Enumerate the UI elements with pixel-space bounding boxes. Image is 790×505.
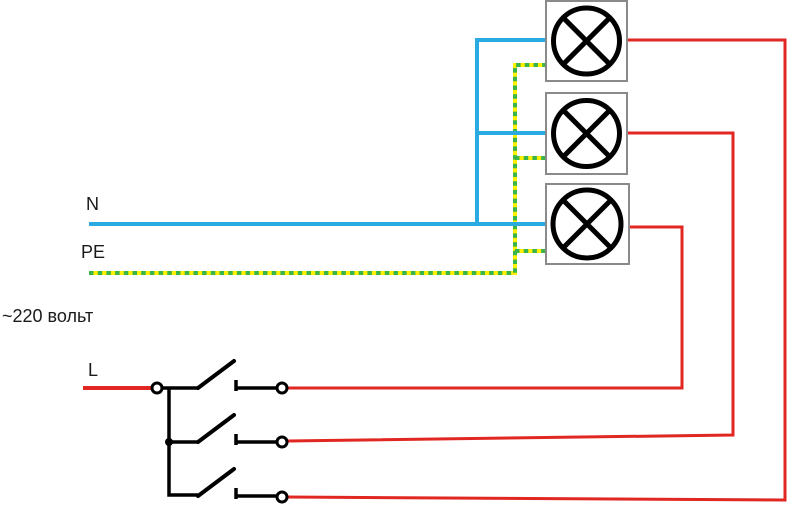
line-switch2-to-lamp2 bbox=[286, 131, 735, 443]
switch-1 bbox=[150, 359, 289, 395]
neutral-riser-lamp1 bbox=[475, 38, 546, 226]
switch2-blade bbox=[196, 413, 236, 444]
switch1-input-terminal bbox=[150, 381, 164, 395]
neutral-wire bbox=[89, 38, 548, 226]
lamp-1 bbox=[545, 0, 628, 82]
lamp-3 bbox=[545, 183, 630, 265]
line-switch3-to-lamp1 bbox=[286, 38, 787, 502]
switch1-output-terminal bbox=[275, 381, 289, 395]
label-voltage: ~220 вольт bbox=[2, 306, 93, 326]
switch-3 bbox=[196, 467, 289, 504]
lamp2-icon bbox=[551, 98, 622, 169]
pe-wire bbox=[89, 63, 546, 275]
bus-vertical bbox=[167, 389, 198, 497]
switch2-output-terminal bbox=[275, 435, 289, 449]
label-protective-earth: PE bbox=[81, 242, 105, 262]
lamp2-cross bbox=[561, 108, 612, 159]
label-neutral: N bbox=[86, 194, 99, 214]
line-wire bbox=[83, 38, 787, 502]
lamp1-icon bbox=[551, 5, 622, 77]
label-line: L bbox=[88, 360, 98, 380]
lamp1-cross bbox=[561, 15, 612, 67]
lamp-2 bbox=[545, 92, 628, 175]
pe-main-and-riser-dashes bbox=[89, 63, 546, 275]
switch3-blade bbox=[196, 467, 236, 498]
line-switch1-to-lamp3 bbox=[287, 225, 684, 390]
labels: N PE ~220 вольт L bbox=[2, 194, 105, 380]
switch-2 bbox=[169, 413, 289, 449]
lamp3-icon bbox=[550, 187, 624, 261]
lamp3-cross bbox=[561, 198, 613, 250]
switch1-blade bbox=[196, 359, 236, 390]
switch3-output-terminal bbox=[275, 490, 289, 504]
